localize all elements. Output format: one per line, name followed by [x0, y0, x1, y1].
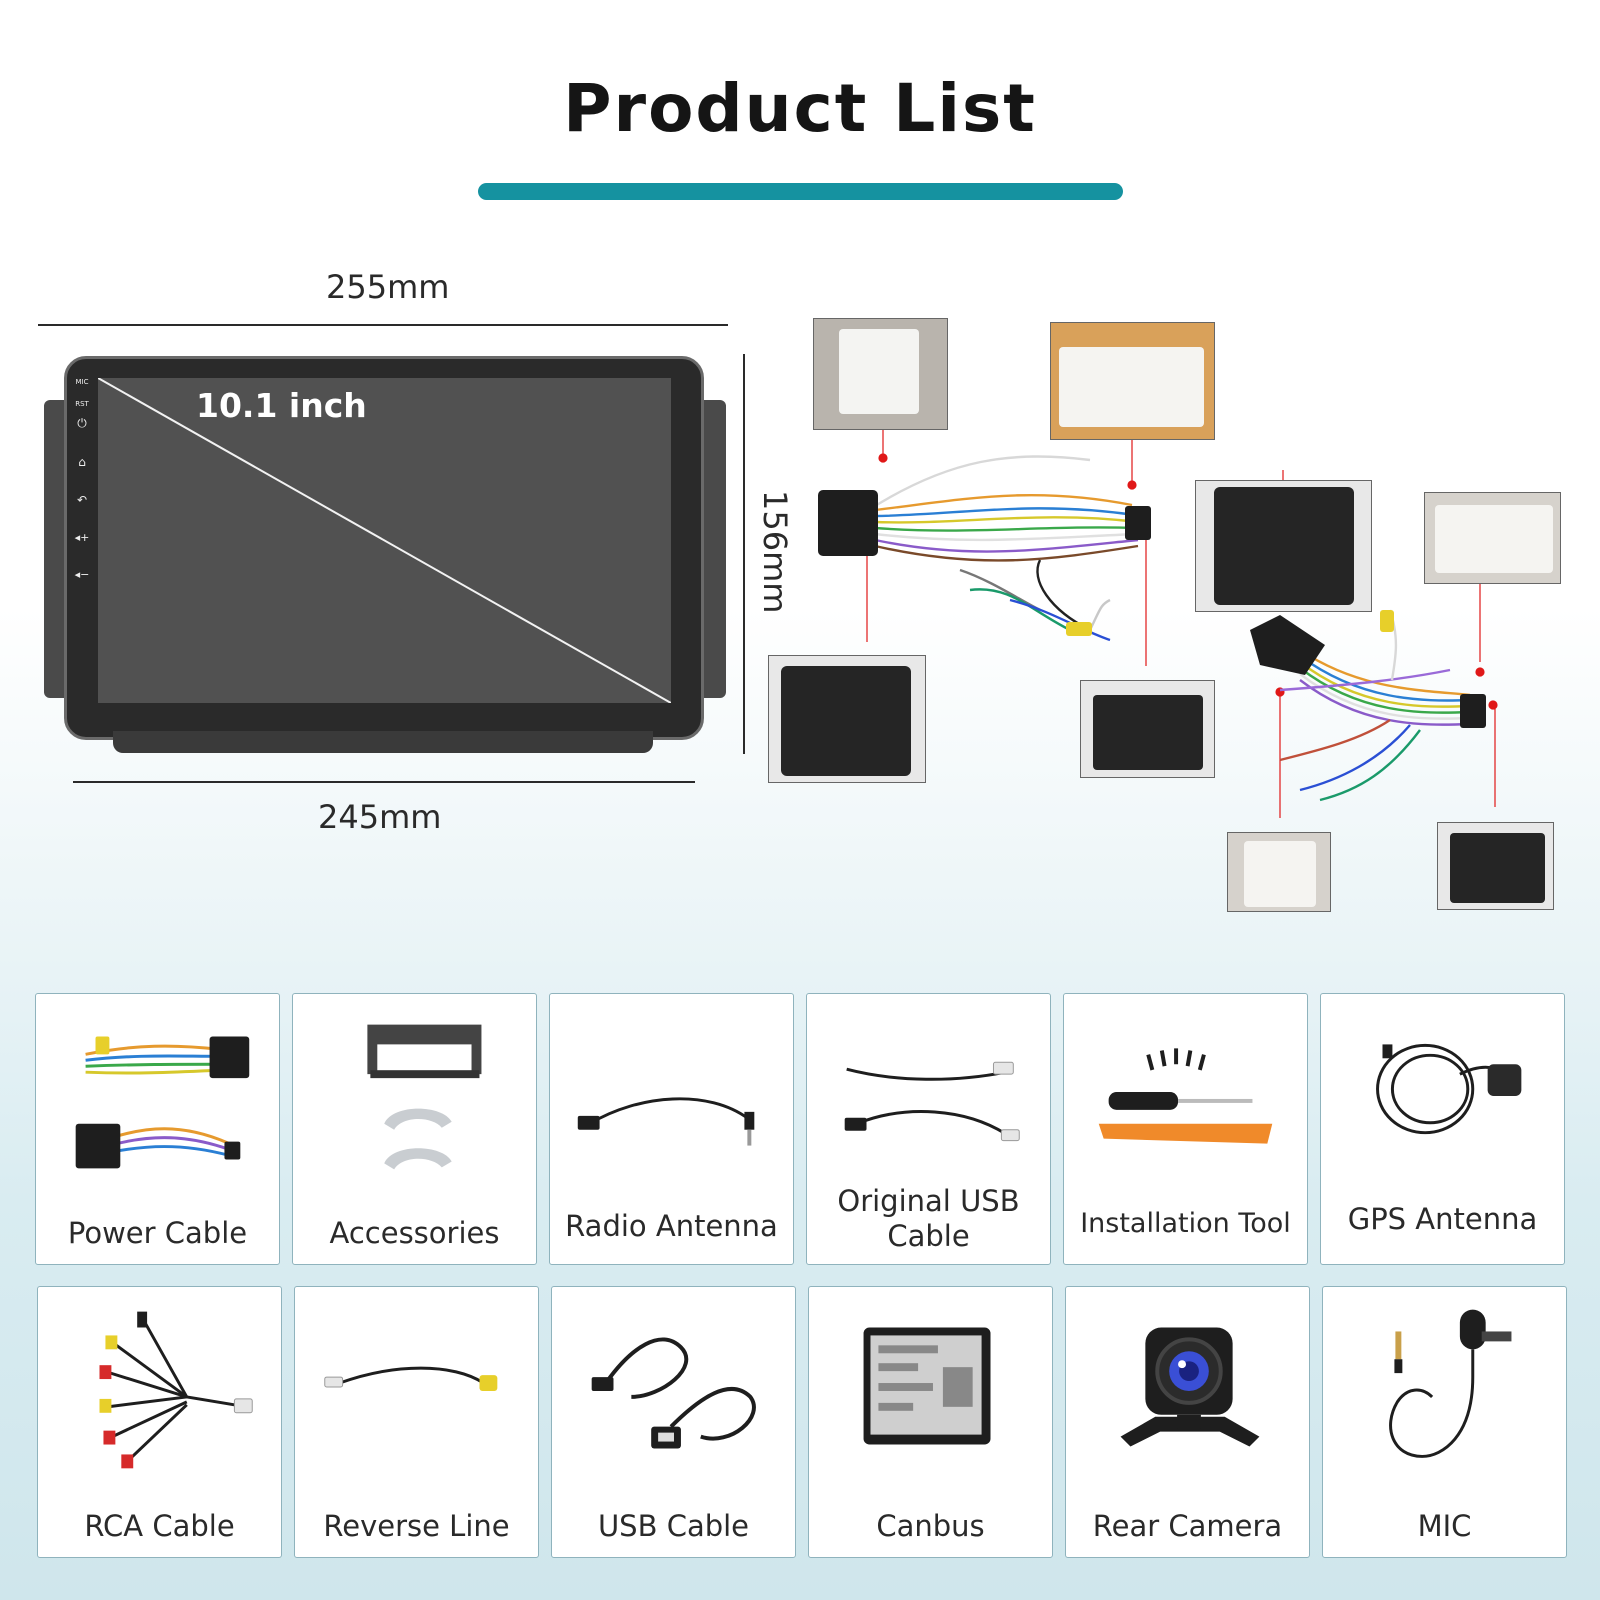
canbus-icon — [863, 1327, 991, 1445]
black-connector-thumb-4 — [1437, 822, 1554, 910]
white-connector-thumb-2 — [1050, 322, 1215, 440]
black-connector-thumb-1 — [768, 655, 926, 783]
volume-up-icon: ◂+ — [74, 531, 90, 544]
rca-cable-icon — [99, 1311, 253, 1469]
bottom-width-label: 245mm — [318, 798, 442, 836]
home-icon: ⌂ — [78, 455, 86, 469]
gps-antenna-icon — [1376, 1043, 1522, 1135]
product-label: Reverse Line — [323, 1509, 510, 1543]
product-card-rca-cable: RCA Cable — [37, 1286, 282, 1558]
original-usb-cable-icon — [844, 1061, 1020, 1142]
wiring-harness-diagram — [768, 310, 1561, 920]
accessories-icon — [367, 1024, 482, 1170]
product-card-radio-antenna: Radio Antenna — [549, 993, 794, 1265]
power-cable-icon — [75, 1036, 250, 1169]
product-label: GPS Antenna — [1347, 1202, 1538, 1236]
product-label: RCA Cable — [84, 1509, 235, 1543]
black-connector-thumb-2 — [1080, 680, 1215, 778]
volume-down-icon: ◂− — [74, 568, 90, 581]
product-card-power-cable: Power Cable — [35, 993, 280, 1265]
product-label: Canbus — [876, 1509, 985, 1543]
product-label: Accessories — [329, 1216, 500, 1250]
product-label: Radio Antenna — [565, 1209, 778, 1243]
product-card-mic: MIC — [1322, 1286, 1567, 1558]
installation-tool-icon — [1098, 1048, 1273, 1144]
mic-button-label: MIC — [75, 378, 89, 386]
top-width-line — [38, 324, 728, 326]
screen — [98, 378, 671, 703]
product-card-gps-antenna: GPS Antenna — [1320, 993, 1565, 1265]
product-label: Rear Camera — [1092, 1509, 1283, 1543]
product-card-reverse-line: Reverse Line — [294, 1286, 539, 1558]
product-label: Installation Tool — [1080, 1208, 1291, 1239]
bottom-width-line — [73, 781, 695, 783]
title-underline — [478, 183, 1123, 200]
rst-button-label: RST — [75, 400, 89, 408]
back-icon: ↶ — [76, 493, 88, 507]
head-unit-chin — [113, 731, 653, 753]
rear-camera-icon — [1120, 1327, 1260, 1447]
radio-antenna-icon — [577, 1097, 755, 1146]
product-card-accessories: Accessories — [292, 993, 537, 1265]
product-card-rear-camera: Rear Camera — [1065, 1286, 1310, 1558]
white-connector-thumb-4 — [1227, 832, 1331, 912]
product-card-installation-tool: Installation Tool — [1063, 993, 1308, 1265]
product-label: MIC — [1417, 1509, 1472, 1543]
product-card-usb-cable: USB Cable — [551, 1286, 796, 1558]
product-card-original-usb-cable: Original USB Cable — [806, 993, 1051, 1265]
mic-icon — [1389, 1309, 1512, 1458]
screen-size-label: 10.1 inch — [196, 386, 367, 425]
page-title: Product List — [563, 70, 1037, 147]
white-connector-thumb-1 — [813, 318, 948, 430]
side-buttons: MIC RST ⏻ ⌂ ↶ ◂+ ◂− — [68, 378, 96, 638]
product-label: Power Cable — [67, 1216, 248, 1250]
black-connector-thumb-3 — [1195, 480, 1372, 612]
product-card-canbus: Canbus — [808, 1286, 1053, 1558]
product-label: Original USB Cable — [837, 1184, 1020, 1253]
power-icon: ⏻ — [77, 416, 87, 430]
white-connector-thumb-3 — [1424, 492, 1561, 584]
height-line — [743, 354, 745, 754]
harness-wires — [818, 430, 1498, 818]
usb-cable-icon — [591, 1337, 756, 1449]
product-label: USB Cable — [597, 1509, 750, 1543]
reverse-line-icon — [324, 1366, 498, 1391]
screen-diagonal — [98, 378, 671, 703]
top-width-label: 255mm — [326, 268, 450, 306]
